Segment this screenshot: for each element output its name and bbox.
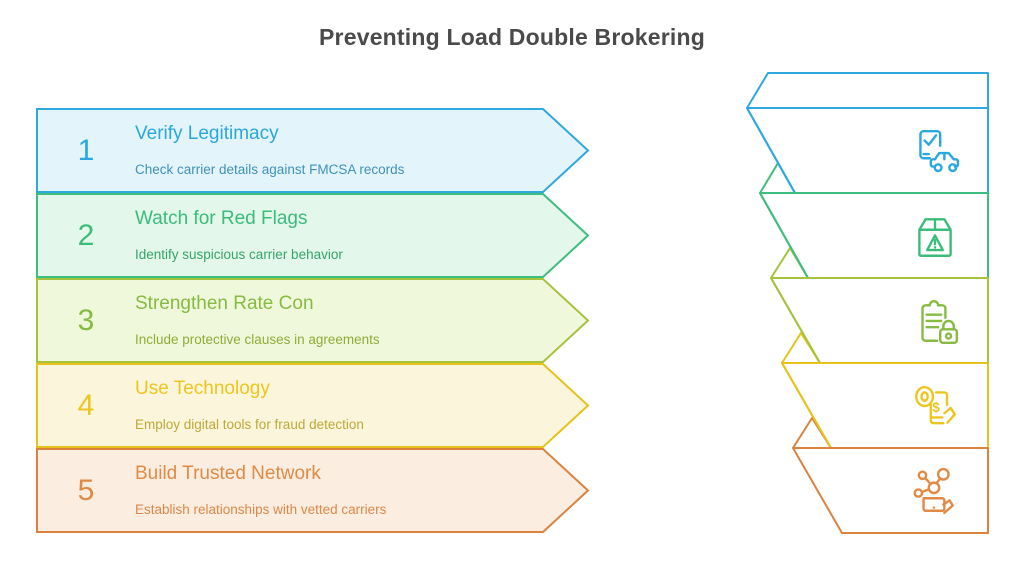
fingerprint-payment-icon: $: [910, 382, 960, 432]
ribbon-segment-5: [792, 447, 989, 534]
step-banner-1: 1 Verify Legitimacy Check carrier detail…: [36, 108, 596, 193]
step-subtitle: Check carrier details against FMCSA reco…: [135, 162, 405, 177]
step-banner-5: 5 Build Trusted Network Establish relati…: [36, 448, 596, 533]
step-number: 1: [77, 134, 95, 167]
step-title: Watch for Red Flags: [135, 208, 308, 229]
ribbon-fold-4: [781, 332, 821, 364]
ribbon-top-fold: [746, 72, 989, 109]
step-subtitle: Establish relationships with vetted carr…: [135, 502, 387, 517]
step-subtitle: Identify suspicious carrier behavior: [135, 247, 343, 262]
arrow-banner-shape: [36, 193, 590, 278]
arrow-banner-shape: [36, 108, 590, 193]
network-hand-icon: [910, 467, 960, 517]
package-warning-icon: [910, 212, 960, 262]
step-banner-3: 3 Strengthen Rate Con Include protective…: [36, 278, 596, 363]
svg-text:$: $: [932, 400, 940, 415]
step-subtitle: Include protective clauses in agreements: [135, 332, 380, 347]
ribbon-fold-5: [792, 417, 832, 449]
page-title: Preventing Load Double Brokering: [319, 24, 705, 50]
step-title: Build Trusted Network: [135, 463, 321, 484]
step-number: 2: [77, 219, 95, 252]
phone-check-car-icon: [910, 127, 960, 177]
step-title: Use Technology: [135, 378, 270, 399]
arrow-banner-shape: [36, 448, 590, 533]
arrow-banner-shape: [36, 363, 590, 448]
step-number: 3: [77, 304, 95, 337]
step-banner-2: 2 Watch for Red Flags Identify suspiciou…: [36, 193, 596, 278]
ribbon-fold-2: [759, 162, 796, 194]
arrow-banner-shape: [36, 278, 590, 363]
step-number: 5: [77, 474, 95, 507]
ribbon-fold-3: [770, 247, 809, 279]
clipboard-lock-icon: [910, 297, 960, 347]
step-number: 4: [77, 389, 95, 422]
step-title: Verify Legitimacy: [135, 123, 279, 144]
step-banner-4: 4 Use Technology Employ digital tools fo…: [36, 363, 596, 448]
step-title: Strengthen Rate Con: [135, 293, 314, 314]
zigzag-ribbon: [746, 72, 989, 534]
step-subtitle: Employ digital tools for fraud detection: [135, 417, 364, 432]
